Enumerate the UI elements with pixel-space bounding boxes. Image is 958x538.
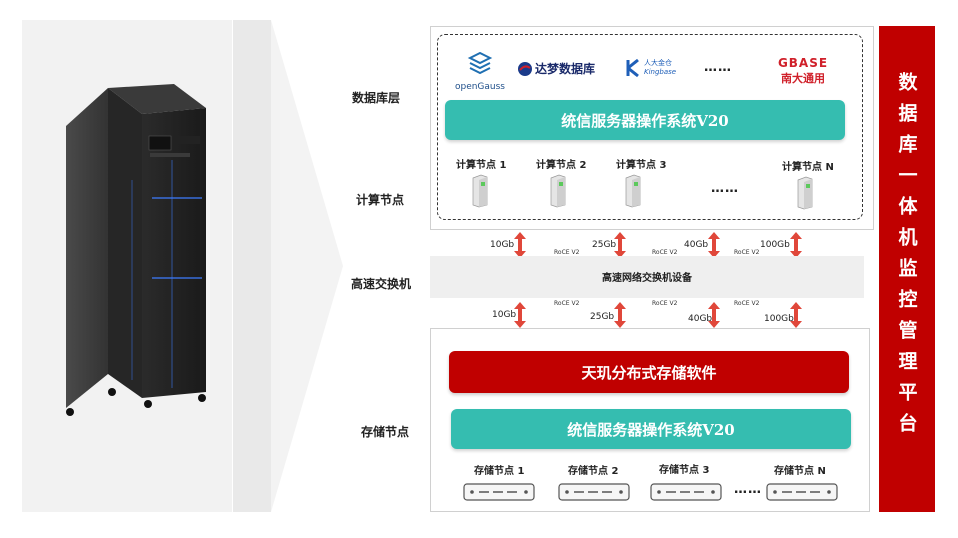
storage-server-icon — [463, 483, 535, 501]
storage-node-label: 存储节点 2 — [568, 466, 619, 477]
protocol-label: RoCE V2 — [554, 300, 580, 307]
compute-server-icon — [625, 174, 641, 208]
compute-server-icon — [550, 174, 566, 208]
more-compute-nodes-ellipsis: …… — [711, 181, 739, 196]
dameng-mark-icon — [518, 61, 532, 76]
kingbase-logo: 人大金仓 Kingbase — [626, 58, 676, 78]
more-storage-nodes-ellipsis: …… — [734, 482, 762, 497]
storage-node-label: 存储节点 N — [774, 466, 826, 477]
protocol-label: RoCE V2 — [734, 249, 760, 256]
dameng-logo: 达梦数据库 — [517, 60, 595, 77]
storage-server-icon — [650, 483, 722, 501]
bidirectional-arrow-icon — [790, 302, 802, 328]
link-speed-label: 10Gb — [492, 310, 517, 320]
more-databases-ellipsis: …… — [704, 60, 732, 75]
protocol-label: RoCE V2 — [734, 300, 760, 307]
switch-band — [430, 256, 864, 298]
opengauss-logo: openGauss — [452, 51, 508, 92]
protocol-label: RoCE V2 — [652, 249, 678, 256]
storage-software-bar: 天玑分布式存储软件 — [449, 351, 849, 393]
monitoring-platform-panel: 数据库一体机监控管理平台 — [879, 26, 935, 512]
protocol-label: RoCE V2 — [652, 300, 678, 307]
server-cabinet-panel — [22, 20, 232, 512]
link-speed-label: 25Gb — [590, 312, 615, 322]
bidirectional-arrow-icon — [614, 302, 626, 328]
kingbase-mark-icon — [626, 58, 639, 78]
link-speed-label: 40Gb — [688, 314, 713, 324]
compute-node-label: 计算节点 1 — [456, 160, 507, 171]
bidirectional-arrow-icon — [514, 302, 526, 328]
bidirectional-arrow-icon — [614, 232, 626, 258]
os-bar-bottom: 统信服务器操作系统V20 — [451, 409, 851, 449]
bidirectional-arrow-icon — [790, 232, 802, 258]
compute-server-icon — [797, 176, 813, 210]
link-speed-label: 10Gb — [490, 240, 515, 250]
storage-node-label: 存储节点 3 — [659, 465, 710, 476]
link-speed-label: 40Gb — [684, 240, 709, 250]
compute-server-icon — [472, 174, 488, 208]
opengauss-mark-icon — [467, 51, 493, 75]
layer-label-storage: 存储节点 — [361, 425, 410, 439]
switch-device-label: 高速网络交换机设备 — [602, 273, 692, 284]
bidirectional-arrow-icon — [514, 232, 526, 258]
platform-title: 数据库一体机监控管理平台 — [895, 72, 918, 444]
gbase-logo: GBASE 南大通用 — [777, 56, 829, 85]
storage-node-label: 存储节点 1 — [474, 466, 525, 477]
link-speed-label: 100Gb — [764, 314, 794, 324]
compute-node-label: 计算节点 N — [782, 162, 834, 173]
storage-server-icon — [766, 483, 838, 501]
storage-server-icon — [558, 483, 630, 501]
protocol-label: RoCE V2 — [554, 249, 580, 256]
layer-label-compute: 计算节点 — [356, 193, 405, 207]
bidirectional-arrow-icon — [708, 302, 720, 328]
os-bar-top: 统信服务器操作系统V20 — [445, 100, 845, 140]
database-compute-dashed-group — [437, 34, 863, 220]
layer-label-switch: 高速交换机 — [351, 277, 412, 291]
server-cabinet-illustration — [66, 84, 206, 416]
bidirectional-arrow-icon — [708, 232, 720, 258]
chevron-arrow-icon — [271, 20, 343, 512]
link-speed-label: 100Gb — [760, 240, 790, 250]
layer-label-database: 数据库层 — [352, 91, 401, 105]
link-speed-label: 25Gb — [592, 240, 617, 250]
transition-strip — [233, 20, 271, 512]
compute-node-label: 计算节点 2 — [536, 160, 587, 171]
compute-node-label: 计算节点 3 — [616, 160, 667, 171]
